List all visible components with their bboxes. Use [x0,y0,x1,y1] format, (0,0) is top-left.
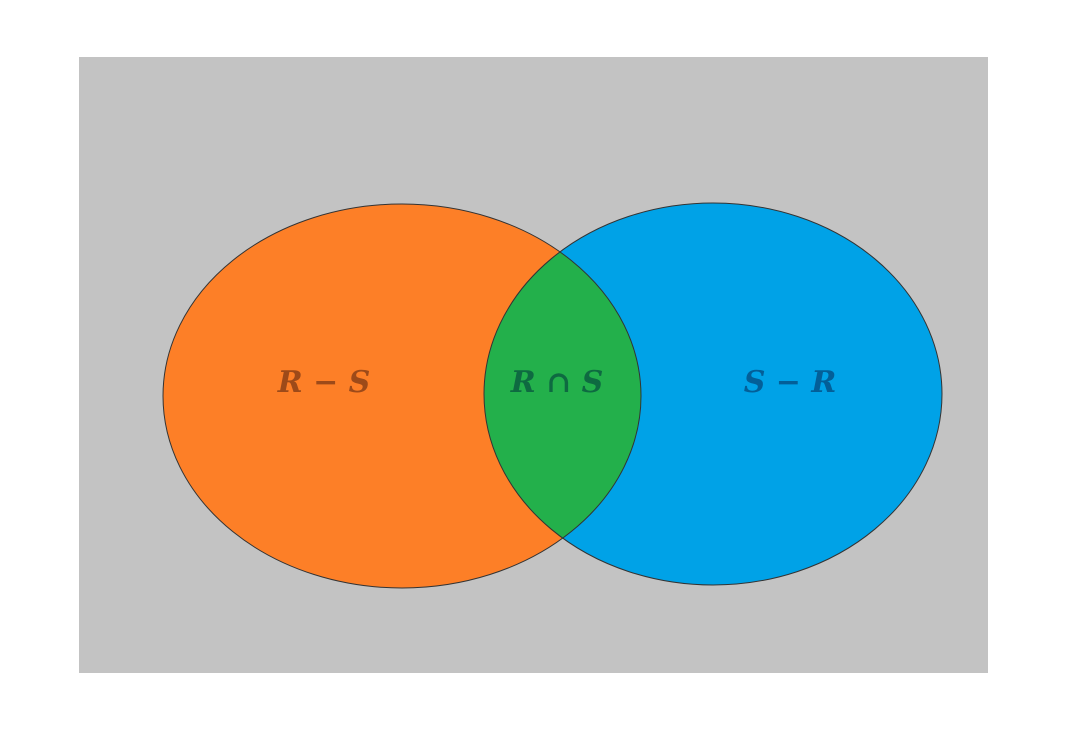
set-r-outline [162,203,642,589]
set-s-outline [483,202,943,586]
label-r-minus-s: R − S [277,365,371,400]
label-r-intersect-s: R ∩ S [510,365,604,400]
label-s-minus-r: S − R [744,365,837,400]
intersection-region [484,204,641,585]
